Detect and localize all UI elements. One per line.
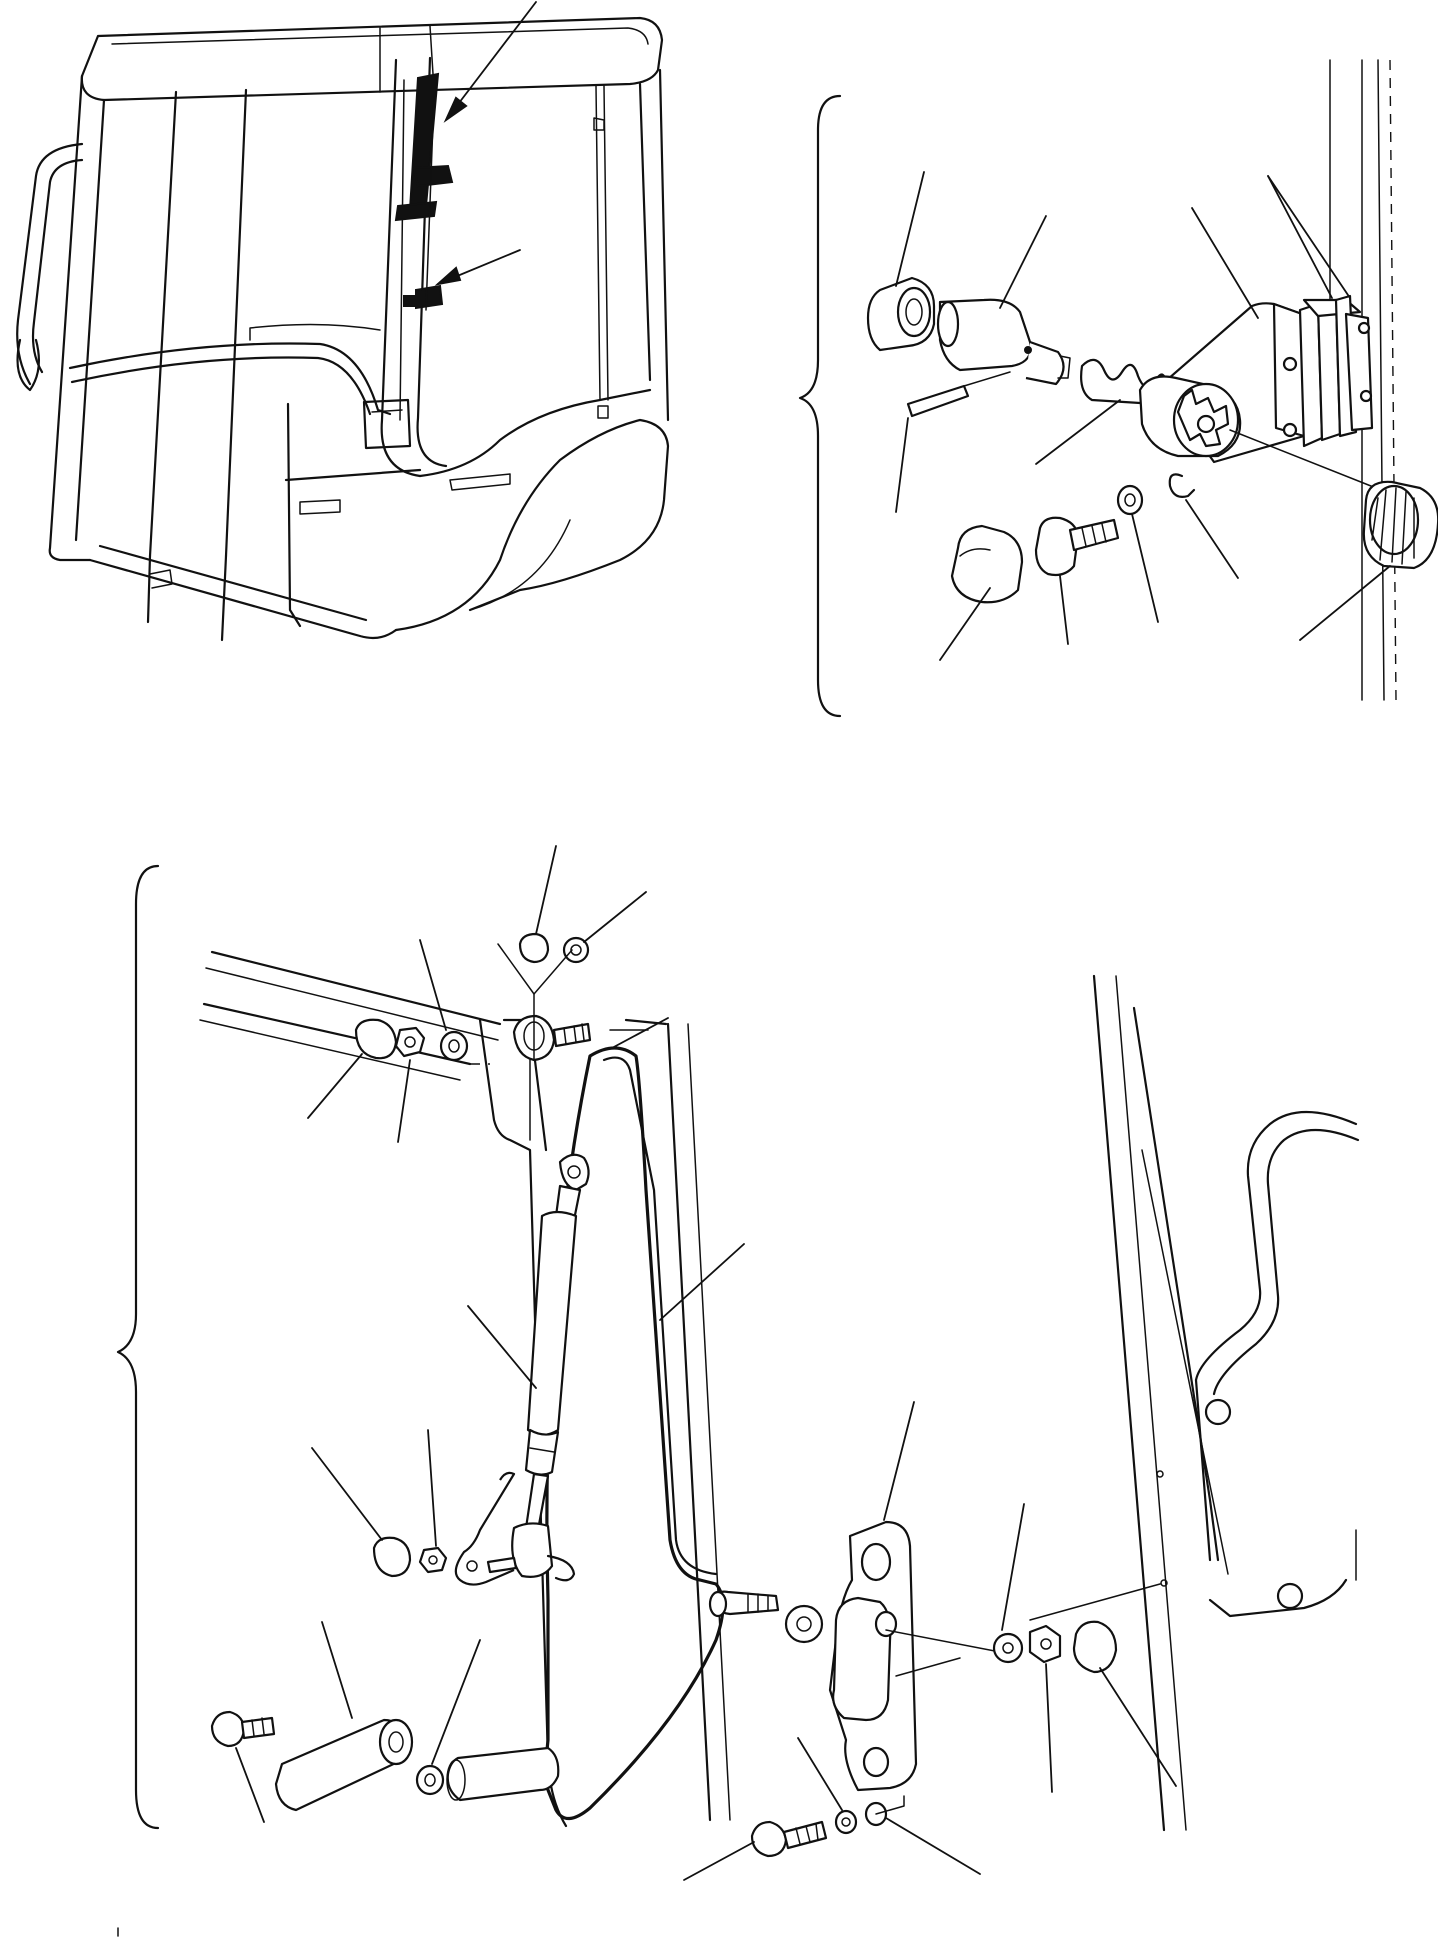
detail-door-strut xyxy=(116,845,1360,1937)
knob-part xyxy=(1362,480,1438,570)
hinge-bush-top xyxy=(518,932,550,964)
cab-overview xyxy=(16,1,670,642)
bush-part xyxy=(866,276,936,352)
detail-latch xyxy=(798,59,1438,718)
bottom-hinge-parts xyxy=(210,1710,560,1812)
hinge-pin-top xyxy=(512,1014,592,1062)
hinge-washer-top xyxy=(562,936,590,964)
cap-nut xyxy=(950,524,1024,604)
latch-rotor xyxy=(1138,375,1242,458)
flat-washer xyxy=(1116,484,1144,516)
striker-bolt-parts xyxy=(750,1795,905,1858)
striker-assembly xyxy=(708,1520,1161,1792)
lock-washer xyxy=(1168,473,1196,498)
upper-mount-parts xyxy=(354,1018,469,1062)
lower-mount-parts xyxy=(372,1536,448,1578)
gas-strut xyxy=(454,1153,590,1586)
striker-pin xyxy=(936,298,1071,386)
latch-bolt xyxy=(1034,516,1120,577)
